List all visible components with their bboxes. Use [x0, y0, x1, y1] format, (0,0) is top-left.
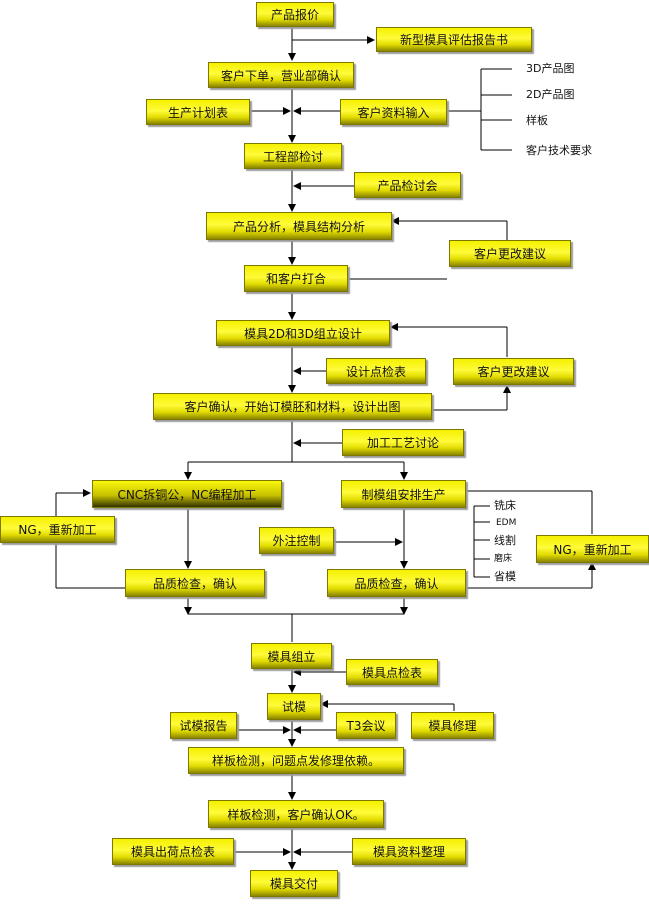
- node-production-plan: 生产计划表: [146, 99, 250, 125]
- node-product-quote: 产品报价: [256, 2, 334, 27]
- node-cnc-copper: CNC拆铜公，NC编程加工: [92, 480, 282, 508]
- node-shipping-checklist: 模具出荷点检表: [112, 838, 234, 865]
- node-mold-repair: 模具修理: [411, 712, 494, 739]
- node-process-discussion: 加工工艺讨论: [342, 429, 464, 456]
- node-mold-group-production: 制模组安排生产: [341, 480, 466, 508]
- node-outsource-control: 外注控制: [259, 527, 334, 554]
- machine-item: 磨床: [494, 554, 513, 564]
- node-product-analysis: 产品分析，模具结构分析: [206, 212, 392, 240]
- node-mold-checklist: 模具点检表: [346, 659, 438, 685]
- node-customer-order: 客户下单，营业部确认: [208, 62, 354, 88]
- node-sample-inspection-2: 样板检测，客户确认OK。: [208, 800, 384, 828]
- node-customer-change-1: 客户更改建议: [449, 240, 571, 267]
- node-trial-report: 试模报告: [170, 712, 237, 739]
- node-design-checklist: 设计点检表: [326, 358, 426, 384]
- node-ng-rework-left: NG，重新加工: [0, 516, 115, 543]
- node-customer-data-input: 客户资料输入: [340, 99, 447, 125]
- node-customer-change-2: 客户更改建议: [453, 358, 574, 385]
- node-customer-match: 和客户打合: [244, 265, 348, 292]
- node-sample-inspection-1: 样板检测，问题点发修理依赖。: [188, 747, 404, 774]
- customer-input-item: 3D产品图: [526, 62, 575, 75]
- customer-input-item: 客户技术要求: [526, 144, 592, 157]
- node-mold-data-org: 模具资料整理: [352, 838, 466, 865]
- machine-item: 铣床: [494, 499, 516, 512]
- node-product-review-meeting: 产品检讨会: [354, 172, 461, 198]
- node-t3-meeting: T3会议: [336, 712, 396, 739]
- node-ng-rework-right: NG，重新加工: [536, 535, 649, 563]
- node-new-mold-report: 新型模具评估报告书: [376, 27, 532, 52]
- node-quality-check-right: 品质检查，确认: [327, 569, 466, 597]
- node-trial-mold: 试模: [267, 693, 321, 720]
- machine-item: EDM: [496, 518, 517, 528]
- machine-item: 省模: [494, 570, 516, 583]
- node-engineering-review: 工程部检讨: [244, 143, 342, 169]
- node-mold-assembly: 模具组立: [251, 643, 332, 669]
- node-mold-design: 模具2D和3D组立设计: [216, 320, 390, 346]
- customer-input-item: 2D产品图: [526, 88, 575, 101]
- machine-item: 线割: [494, 534, 516, 547]
- node-quality-check-left: 品质检查，确认: [125, 569, 265, 597]
- node-customer-confirm-order: 客户确认，开始订模胚和材料，设计出图: [153, 393, 432, 420]
- customer-input-item: 样板: [526, 114, 548, 127]
- node-mold-delivery: 模具交付: [250, 870, 338, 897]
